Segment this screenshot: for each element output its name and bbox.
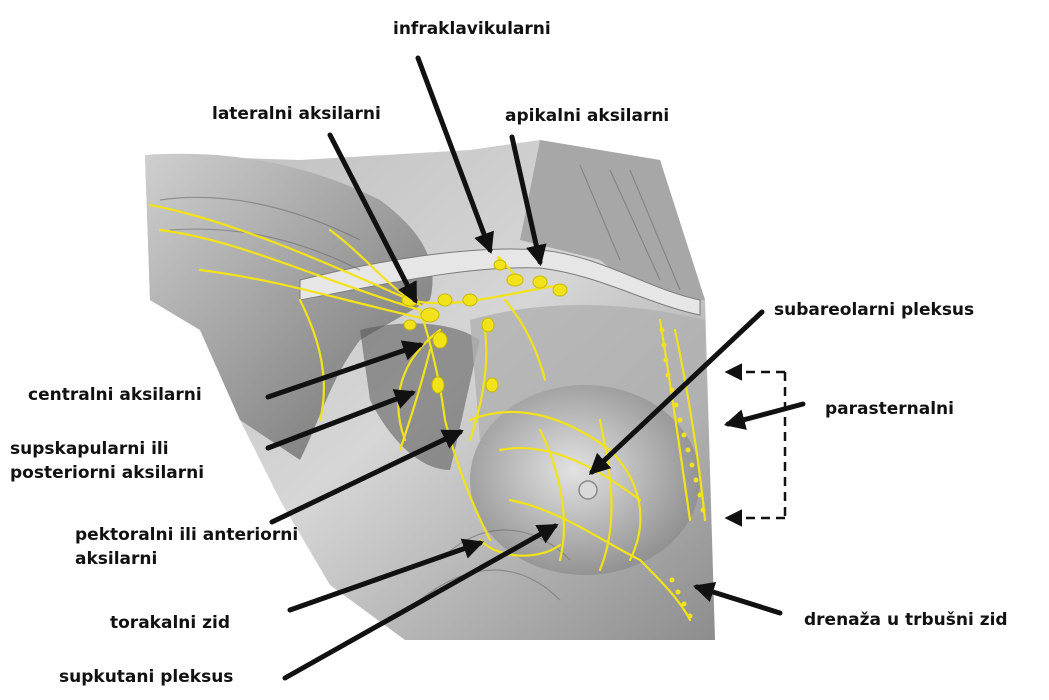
label-pektoralni-line2: aksilarni bbox=[75, 547, 298, 571]
parasternal-bracket bbox=[728, 372, 785, 518]
arrow-parasternalni bbox=[728, 404, 803, 424]
label-infraklavikularni: infraklavikularni bbox=[393, 17, 551, 41]
label-apikalni-aksilarni: apikalni aksilarni bbox=[505, 104, 669, 128]
label-pektoralni: pektoralni ili anteriorni aksilarni bbox=[75, 523, 298, 571]
label-supskapularni-line2: posteriorni aksilarni bbox=[10, 461, 204, 485]
label-torakalni-zid: torakalni zid bbox=[110, 611, 230, 635]
label-pektoralni-line1: pektoralni ili anteriorni bbox=[75, 523, 298, 547]
nipple bbox=[579, 481, 597, 499]
label-lateralni-aksilarni: lateralni aksilarni bbox=[212, 102, 381, 126]
label-subareolarni-pleksus: subareolarni pleksus bbox=[774, 298, 974, 322]
label-supkutani-pleksus: supkutani pleksus bbox=[59, 665, 233, 689]
label-supskapularni-line1: supskapularni ili bbox=[10, 437, 204, 461]
label-drenaza: drenaža u trbušni zid bbox=[804, 608, 1008, 632]
label-supskapularni: supskapularni ili posteriorni aksilarni bbox=[10, 437, 204, 485]
breast bbox=[470, 385, 700, 575]
label-centralni-aksilarni: centralni aksilarni bbox=[28, 383, 202, 407]
label-parasternalni: parasternalni bbox=[825, 397, 954, 421]
